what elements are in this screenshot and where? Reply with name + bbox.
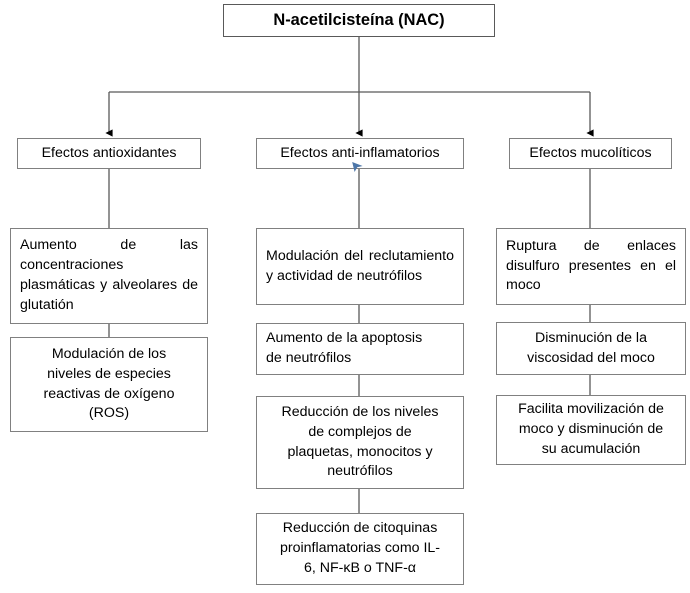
category-label: Efectos mucolíticos — [529, 144, 652, 161]
node-label: Aumento de la apoptosis de neutrófilos — [266, 330, 423, 366]
node-label: Modulación de los niveles de especies re… — [43, 345, 175, 422]
node-label: Modulación del reclutamiento y actividad… — [266, 247, 454, 284]
category-node-mucolytic-effects: Efectos mucolíticos — [509, 138, 672, 169]
anti-inflammatory-item-3: Reducción de los niveles de complejos de… — [256, 396, 464, 489]
antioxidant-item-2: Modulación de los niveles de especies re… — [10, 337, 208, 432]
category-node-anti-inflammatory-effects: Efectos anti-inflamatorios — [256, 138, 464, 169]
node-label: Reducción de citoquinas proinflamatorias… — [279, 520, 441, 576]
anti-inflammatory-item-2: Aumento de la apoptosis de neutrófilos — [256, 323, 464, 375]
anti-inflammatory-item-4: Reducción de citoquinas proinflamatorias… — [256, 513, 464, 585]
root-node-label: N-acetilcisteína (NAC) — [273, 11, 445, 30]
category-label: Efectos anti-inflamatorios — [280, 144, 440, 161]
antioxidant-item-1: Aumento de las concentraciones plasmátic… — [10, 228, 208, 324]
node-label: Facilita movilización de moco y disminuc… — [518, 401, 664, 457]
category-node-antioxidant-effects: Efectos antioxidantes — [17, 138, 201, 169]
root-node-nac: N-acetilcisteína (NAC) — [223, 4, 495, 37]
node-label: Reducción de los niveles de complejos de… — [281, 403, 439, 480]
anti-inflammatory-item-1: Modulación del reclutamiento y actividad… — [256, 228, 464, 305]
mucolytic-item-3: Facilita movilización de moco y disminuc… — [496, 395, 686, 465]
category-label: Efectos antioxidantes — [41, 144, 177, 161]
node-label: Disminución de la viscosidad del moco — [527, 329, 655, 366]
mucolytic-item-2: Disminución de la viscosidad del moco — [496, 322, 686, 375]
node-label: Aumento de las concentraciones plasmátic… — [20, 237, 198, 313]
node-label: Ruptura de enlaces disulfuro presentes e… — [506, 237, 676, 294]
mucolytic-item-1: Ruptura de enlaces disulfuro presentes e… — [496, 228, 686, 305]
